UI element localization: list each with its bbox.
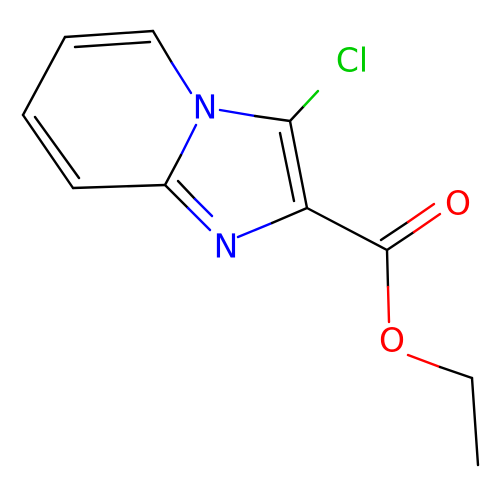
bond-n1-c3-b (253, 114, 292, 123)
bond-c4-c3 (21, 113, 75, 190)
bond-n2-c2-a (236, 221, 274, 239)
bond-carbonyl-o-inner-b (406, 202, 436, 224)
bond-c5-c4 (21, 35, 67, 117)
bond-n1-c8a-b (163, 153, 183, 187)
bond-c3-c8a (71, 183, 167, 190)
bond-c3-c2-inner (278, 131, 296, 203)
bond-c6-n1-a (151, 29, 174, 65)
bond-c8a-n2-inner-a (176, 179, 197, 201)
bond-oester-ch2-b (438, 365, 474, 380)
bond-carbonyl-o-b (412, 212, 442, 234)
bond-c5-c6-inner (73, 40, 152, 49)
bond-c8a-n2-a (163, 183, 190, 210)
bond-n2-c2-b (270, 206, 309, 225)
atom-label-chlorine: Cl (336, 41, 368, 80)
bond-c3-cl-a (288, 104, 306, 123)
bond-c5-c6 (63, 29, 155, 39)
bond-c2-carbonyl (305, 206, 389, 252)
bond-c6-n1-b (170, 61, 193, 95)
bond-carbonyl-o-inner-a (379, 220, 410, 242)
bond-ch2-ch3 (470, 376, 480, 467)
bond-c3-cl-b (302, 89, 320, 108)
atom-label-n-bridgehead: N (193, 88, 218, 127)
bond-c4-c3-inner (33, 115, 81, 180)
bond-n1-c8a-a (179, 123, 198, 157)
atom-label-carbonyl-oxygen: O (445, 184, 471, 223)
bond-carbonyl-o-a (385, 230, 416, 252)
bond-carbonyl-oester-a (385, 248, 390, 289)
bond-c3-c2 (288, 119, 309, 210)
bond-n1-c3-a (218, 108, 257, 118)
atom-label-ester-oxygen: O (379, 321, 405, 360)
atom-label-n-imidazole: N (214, 227, 239, 266)
bond-oester-ch2-a (406, 353, 442, 369)
bond-c8a-n2-b (186, 206, 212, 232)
bond-c8a-n2-inner-b (193, 197, 214, 218)
bond-carbonyl-oester-b (386, 285, 391, 324)
